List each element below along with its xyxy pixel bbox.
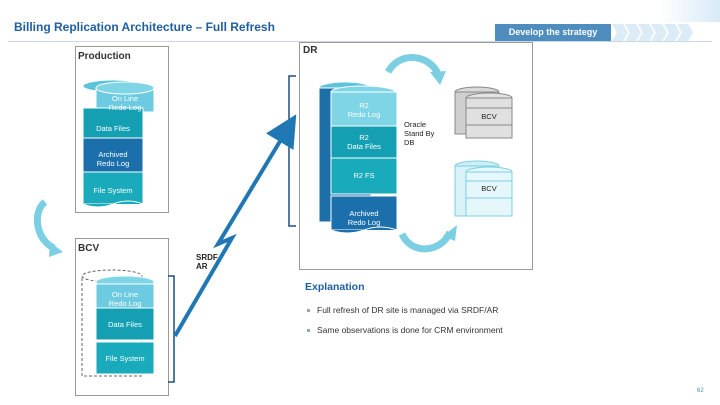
explanation-title: Explanation — [305, 281, 365, 293]
explanation-bullet: Same observations is done for CRM enviro… — [307, 325, 503, 335]
page-title: Billing Replication Architecture – Full … — [14, 20, 275, 34]
bullet-icon — [307, 309, 310, 313]
explanation-bullet: Full refresh of DR site is managed via S… — [307, 305, 498, 315]
bullet-text: Same observations is done for CRM enviro… — [317, 325, 503, 335]
prod-data-files-label: Data Files — [96, 124, 130, 133]
teal-bcv-label: BCV — [481, 184, 497, 193]
dr-to-bcv-arrow — [384, 54, 442, 76]
chevron-icon — [677, 24, 693, 41]
chevron-icon — [651, 24, 667, 41]
title-divider — [8, 41, 712, 42]
bcv-to-dr-arrow — [398, 230, 454, 253]
strategy-chevrons — [612, 24, 693, 41]
chevron-icon — [664, 24, 680, 41]
chevron-icon — [612, 24, 628, 41]
grey-bcv-label: BCV — [481, 112, 497, 121]
bullet-text: Full refresh of DR site is managed via S… — [317, 305, 499, 315]
teal-bcv-stack — [454, 160, 513, 217]
bcv-bracket — [168, 275, 175, 383]
bcv-db-stack — [81, 269, 155, 377]
production-db-stack — [82, 79, 155, 208]
dr-db-stack — [318, 81, 398, 234]
dr-r2-fs-label: R2 FS — [353, 171, 375, 180]
page-number: 62 — [697, 388, 704, 394]
bcv-label: BCV — [78, 243, 100, 254]
production-label: Production — [78, 51, 131, 62]
grey-bcv-stack — [454, 86, 513, 139]
prod-file-system-label: File System — [93, 186, 133, 195]
refresh-cycle-arrow — [33, 199, 56, 252]
bcv-data-files-label: Data Files — [108, 320, 142, 329]
chevron-icon — [625, 24, 641, 41]
chevron-icon — [638, 24, 654, 41]
header-glow — [660, 0, 720, 22]
dr-label: DR — [303, 45, 318, 56]
dr-bracket — [288, 75, 296, 227]
develop-strategy-tab[interactable]: Develop the strategy — [495, 24, 611, 41]
bcv-file-system-label: File System — [105, 354, 145, 363]
bullet-icon — [307, 329, 310, 333]
srdf-link — [173, 114, 297, 338]
